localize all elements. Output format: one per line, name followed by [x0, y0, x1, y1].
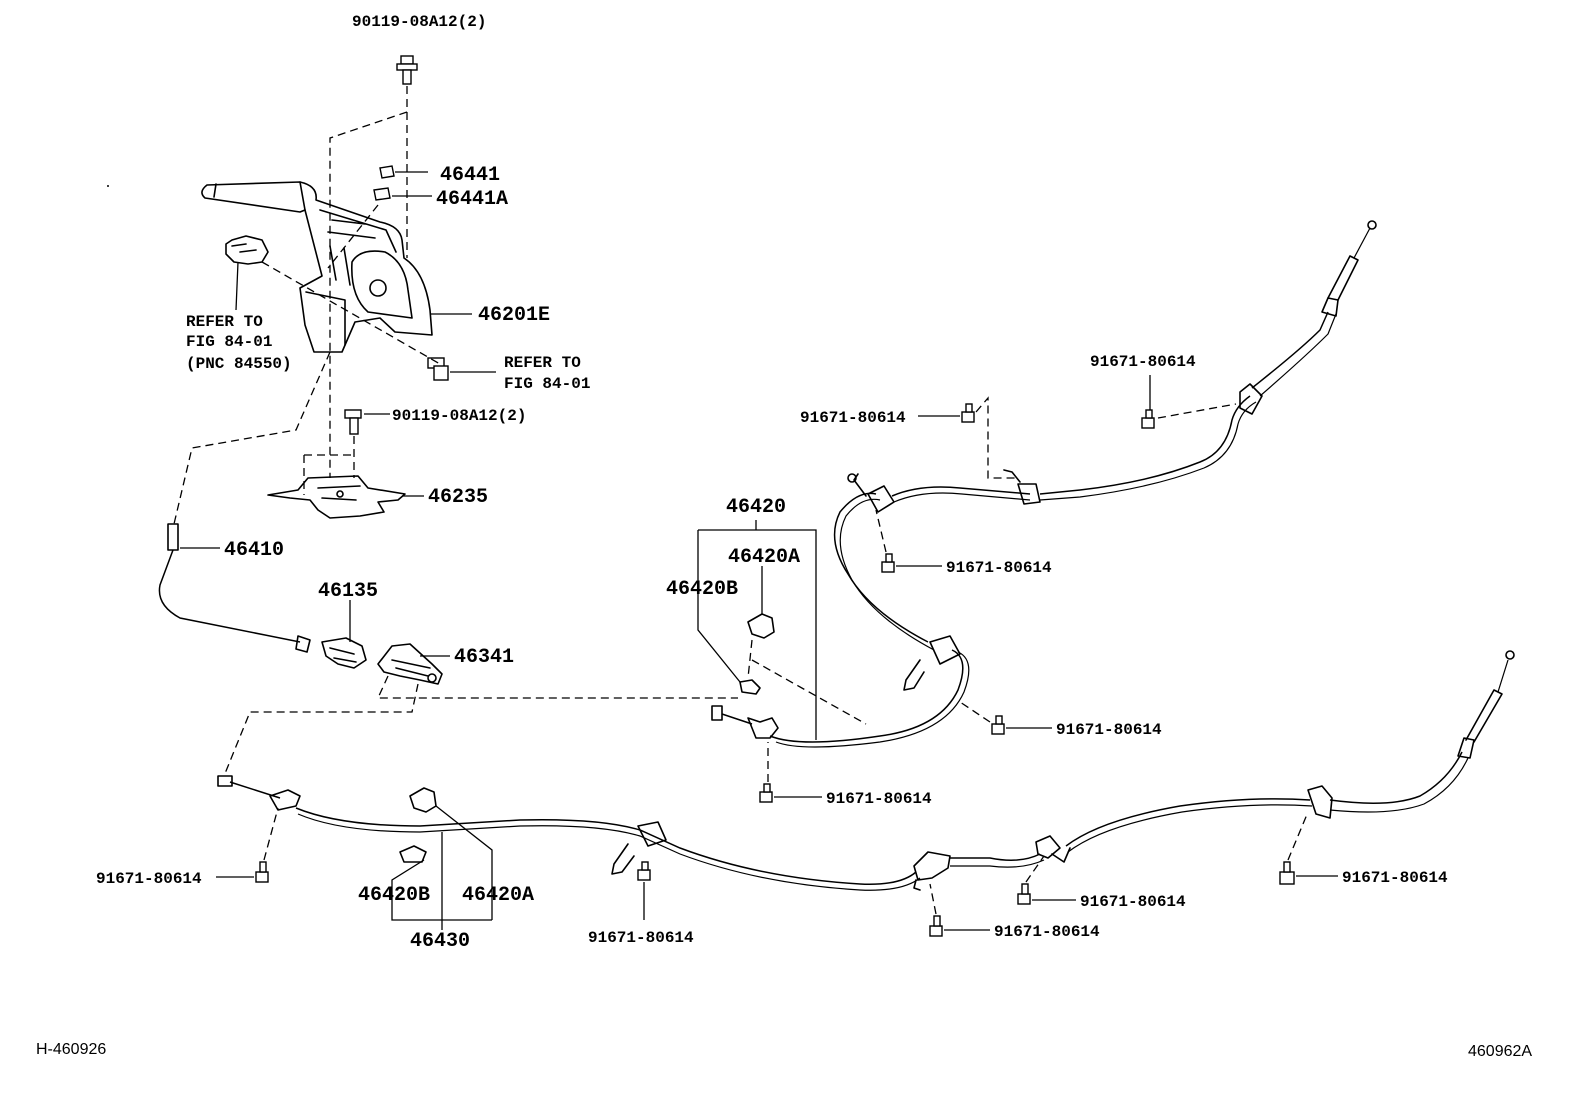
- clip-bolt-icon: [1279, 861, 1295, 885]
- stray-dot: [107, 185, 109, 187]
- clip-bolt-icon: [881, 553, 895, 573]
- right-rear-cable: [711, 220, 1377, 748]
- bolt-icon: [427, 357, 449, 381]
- clip-bolt-icon: [759, 783, 773, 803]
- front-cable: [158, 523, 311, 653]
- part-label-46410: 46410: [224, 539, 284, 562]
- brake-switch-bracket: [225, 235, 269, 311]
- part-label-46420b-right: 46420B: [666, 578, 738, 601]
- lever-bracket: [267, 475, 406, 519]
- part-label-46420b-left: 46420B: [358, 884, 430, 907]
- clip-label-1: 91671-80614: [1090, 353, 1196, 371]
- cable-clip-46420a-lower: [409, 787, 437, 813]
- part-label-46341: 46341: [454, 646, 514, 669]
- clip-bolt-icon: [929, 915, 943, 937]
- part-label-46420: 46420: [726, 496, 786, 519]
- refer-right-line2: FIG 84-01: [504, 375, 590, 393]
- part-label-46135: 46135: [318, 580, 378, 603]
- clip-bolt-icon: [961, 403, 975, 423]
- cable-clip-46420a: [747, 566, 775, 639]
- clip-label-9: 91671-80614: [994, 923, 1100, 941]
- refer-left-line1: REFER TO: [186, 313, 263, 331]
- clip-label-4: 91671-80614: [1056, 721, 1162, 739]
- clip-label-7: 91671-80614: [1342, 869, 1448, 887]
- cable-clip-46420b-lower: [399, 845, 427, 863]
- clip-bolt-icon: [255, 861, 269, 883]
- clip-label-10: 91671-80614: [588, 929, 694, 947]
- part-label-46201e: 46201E: [478, 304, 550, 327]
- clip-bolt-icon: [1141, 409, 1155, 429]
- diagram-id-right: 460962A: [1468, 1043, 1532, 1060]
- cable-yoke: [377, 643, 443, 685]
- part-label-46441: 46441: [440, 164, 500, 187]
- bolt-icon: [344, 409, 362, 435]
- cable-clip-46420b: [739, 679, 761, 695]
- parking-brake-lever: [201, 181, 433, 353]
- nut-icon: [373, 165, 395, 201]
- left-rear-cable: [217, 650, 1515, 891]
- bolt-label-mid: 90119-08A12(2): [392, 407, 526, 425]
- clip-bolt-icon: [991, 715, 1005, 735]
- clip-label-8: 91671-80614: [1080, 893, 1186, 911]
- bolt-icon: [396, 55, 418, 85]
- part-label-46235: 46235: [428, 486, 488, 509]
- clip-bolt-icon: [637, 861, 651, 881]
- part-label-46441a: 46441A: [436, 188, 508, 211]
- bolt-label-top: 90119-08A12(2): [352, 13, 486, 31]
- refer-right-line1: REFER TO: [504, 354, 581, 372]
- refer-left-line3: (PNC 84550): [186, 355, 292, 373]
- part-label-46430: 46430: [410, 930, 470, 953]
- clip-label-2: 91671-80614: [800, 409, 906, 427]
- refer-left-line2: FIG 84-01: [186, 333, 272, 351]
- clip-bolt-icon: [1017, 883, 1031, 905]
- clip-label-6: 91671-80614: [96, 870, 202, 888]
- equalizer: [321, 637, 367, 669]
- clip-label-3: 91671-80614: [946, 559, 1052, 577]
- diagram-id-left: H-460926: [36, 1041, 106, 1058]
- clip-label-5: 91671-80614: [826, 790, 932, 808]
- part-label-46420a-right: 46420A: [728, 546, 800, 569]
- part-label-46420a-left: 46420A: [462, 884, 534, 907]
